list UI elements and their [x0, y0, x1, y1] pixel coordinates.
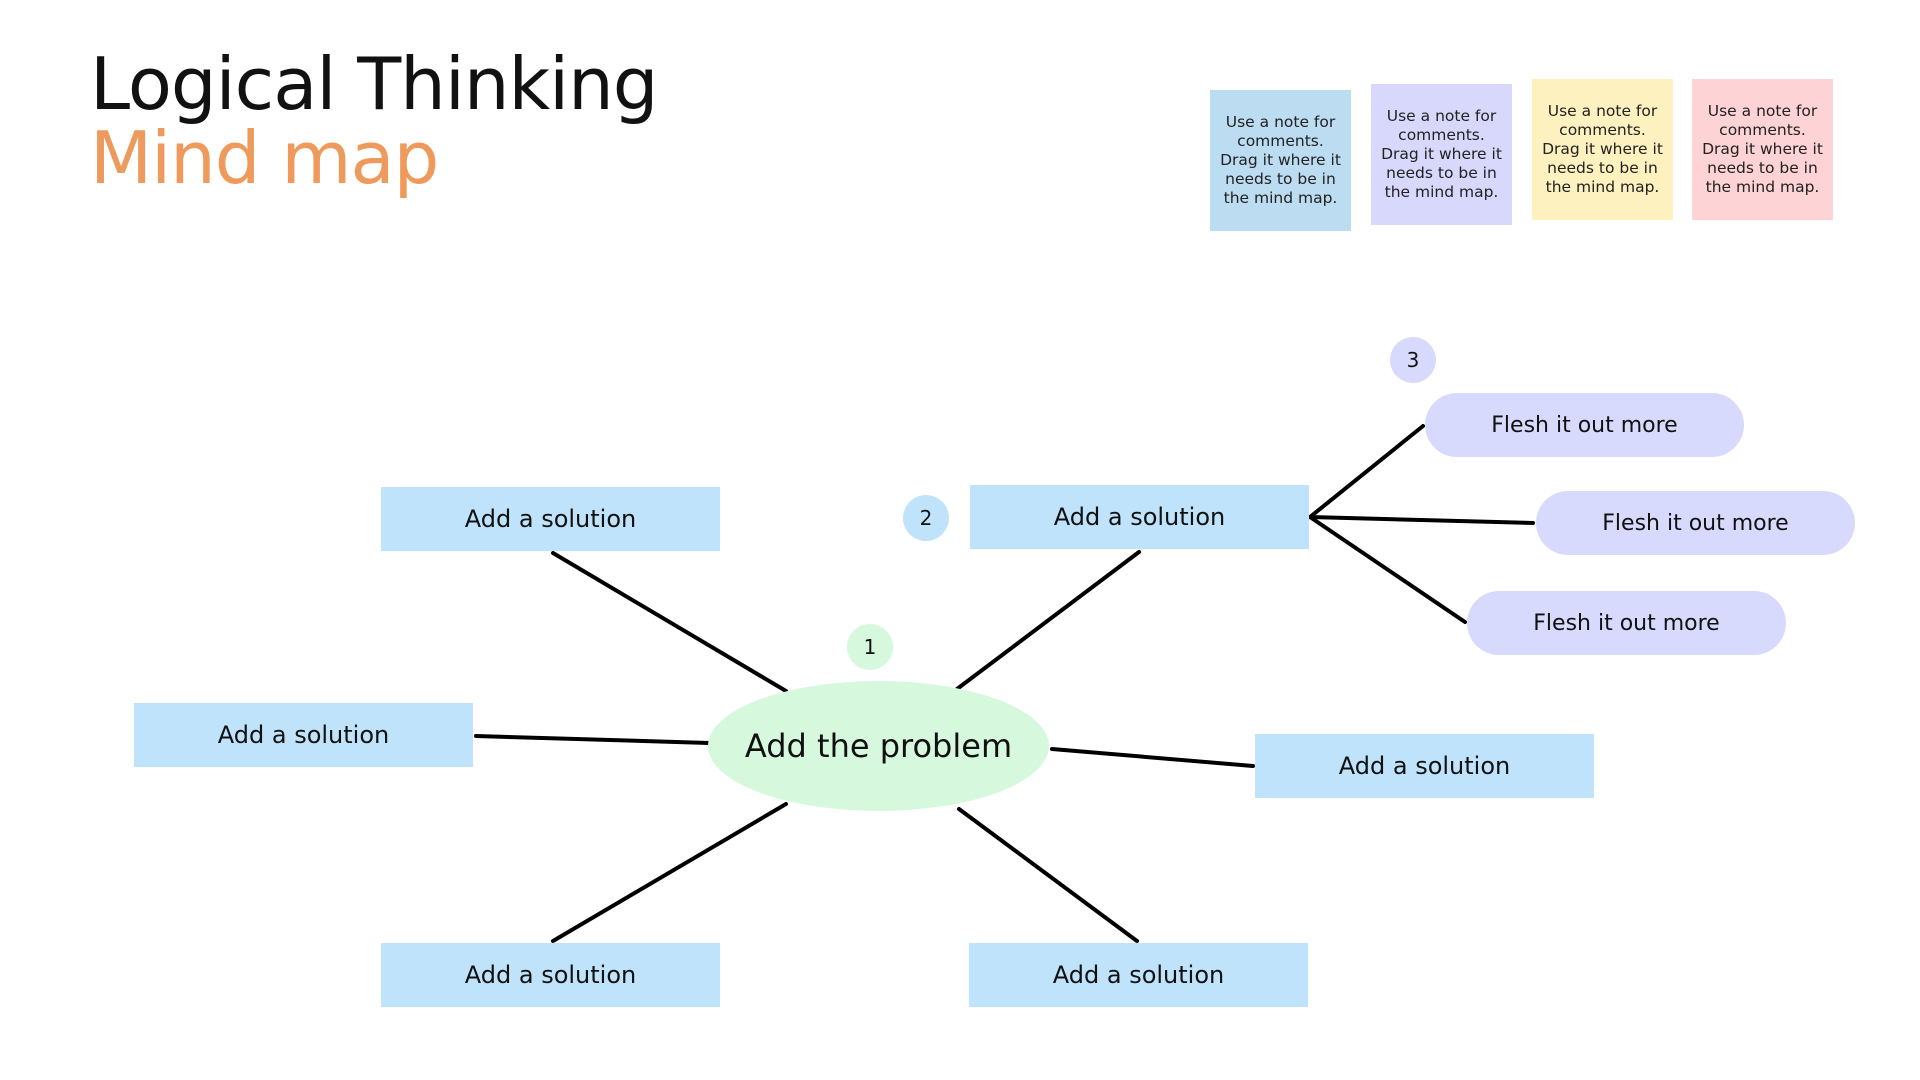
connector-problem-to-solution-right [1050, 747, 1255, 768]
title-line-2: Mind map [90, 116, 439, 200]
solution-node-top-right[interactable]: Add a solution [970, 485, 1309, 549]
connector-solution-to-detail-1 [1308, 424, 1425, 519]
detail-node-3[interactable]: Flesh it out more [1467, 591, 1786, 655]
connector-solution-to-detail-3 [1308, 515, 1467, 624]
connector-solution-to-detail-2 [1308, 515, 1535, 525]
solution-node-bottom-left[interactable]: Add a solution [381, 943, 720, 1007]
title-line-1: Logical Thinking [90, 42, 658, 126]
connector-problem-to-solution-bottom-right [957, 807, 1139, 943]
solution-node-bottom-right[interactable]: Add a solution [969, 943, 1308, 1007]
detail-node-2[interactable]: Flesh it out more [1536, 491, 1855, 555]
connector-problem-to-solution-top-left [551, 551, 788, 693]
connector-problem-to-solution-bottom-left [551, 802, 788, 943]
step-badge-2: 2 [903, 495, 949, 541]
problem-node[interactable]: Add the problem [708, 681, 1049, 811]
comment-note-yellow[interactable]: Use a note for comments. Drag it where i… [1532, 79, 1673, 220]
detail-node-1[interactable]: Flesh it out more [1425, 393, 1744, 457]
connector-problem-to-solution-left [474, 734, 711, 745]
solution-node-left[interactable]: Add a solution [134, 703, 473, 767]
connector-problem-to-solution-top-right [955, 550, 1141, 691]
solution-node-top-left[interactable]: Add a solution [381, 487, 720, 551]
solution-node-right[interactable]: Add a solution [1255, 734, 1594, 798]
step-badge-1: 1 [847, 624, 893, 670]
comment-note-lavender[interactable]: Use a note for comments. Drag it where i… [1371, 84, 1512, 225]
comment-note-blue[interactable]: Use a note for comments. Drag it where i… [1210, 90, 1351, 231]
step-badge-3: 3 [1390, 337, 1436, 383]
comment-note-pink[interactable]: Use a note for comments. Drag it where i… [1692, 79, 1833, 220]
